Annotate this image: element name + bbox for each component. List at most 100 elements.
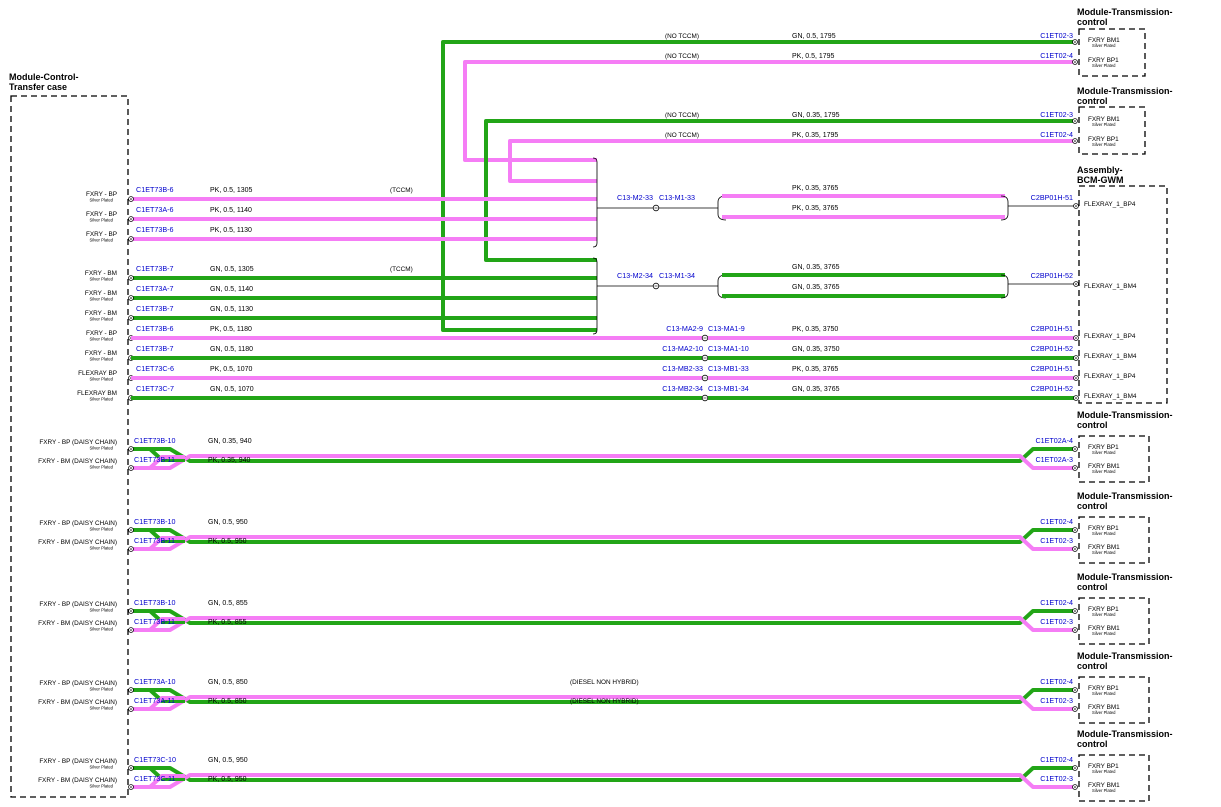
wire-spec-label: PK, 0.5, 1070 xyxy=(210,366,253,373)
tc-pin-name: FXRY - BP xyxy=(86,330,117,337)
pin-dot xyxy=(130,610,132,612)
splice-bracket-bp xyxy=(592,157,598,248)
tc-connector-label: C1ET73C-10 xyxy=(134,755,176,764)
wire-spec-label: PK, 0.35, 3765 xyxy=(792,366,838,373)
pin-name: FXRY BM1 xyxy=(1088,782,1120,789)
tc-pin-name: FXRY - BP (DAISY CHAIN) xyxy=(39,601,117,608)
pin-name: FXRY BP1 xyxy=(1088,136,1119,143)
tcm-connector-label: C1ET02-4 xyxy=(1040,130,1073,139)
wire-spec-label: PK, 0.5, 850 xyxy=(208,698,247,705)
splice-bracket-bcm-bm-r xyxy=(1000,274,1009,299)
wire-spec-label: PK, 0.35, 940 xyxy=(208,457,251,464)
tcm-title-2: Module-Transmission-control xyxy=(1077,86,1173,106)
wire-spec-label: PK, 0.5, 1130 xyxy=(210,227,252,234)
tc-pin-sub: Silver Plated xyxy=(89,706,113,711)
pin-name: FXRY BP1 xyxy=(1088,606,1119,613)
transfer-case-box xyxy=(10,95,129,798)
inline-left-connector: C13-MA2-9 xyxy=(666,324,703,333)
wire-spec-label: PK, 0.35, 3765 xyxy=(792,185,838,192)
top-wire xyxy=(484,119,1075,262)
pin-name: FXRY BM1 xyxy=(1088,37,1120,44)
inline-left-connector: C13-MB2-34 xyxy=(662,384,703,393)
pin-dot xyxy=(130,317,132,319)
pin-name: FXRY BP1 xyxy=(1088,685,1119,692)
tc-connector-label: C1ET73B-6 xyxy=(136,185,174,194)
tcm-box-daisy xyxy=(1078,435,1150,483)
tcm-title-1: Module-Transmission-control xyxy=(1077,7,1173,27)
top-wire xyxy=(441,40,1075,332)
tc-pin-name: FXRY - BP xyxy=(86,231,117,238)
wire-spec-label: GN, 0.5, 855 xyxy=(208,600,248,607)
tcm-connector-label: C1ET02-3 xyxy=(1040,31,1073,40)
daisy-wire-gn-stub xyxy=(131,688,185,703)
pin-sub: Silver Plated xyxy=(1092,550,1116,555)
tcm-connector-label: C1ET02-4 xyxy=(1040,755,1073,764)
tc-pin-name: FXRY - BM xyxy=(85,270,117,277)
tc-pin-sub: Silver Plated xyxy=(89,527,113,532)
inline-right-connector: C13-MA1-9 xyxy=(708,324,745,333)
bcm-connector-label: C2BP01H-52 xyxy=(1031,271,1073,280)
pin-dot xyxy=(1074,529,1076,531)
pin-dot xyxy=(1074,708,1076,710)
pin-dot xyxy=(1075,337,1077,339)
tc-connector-label: C1ET73B-10 xyxy=(134,517,176,526)
tc-connector-label: C1ET73C-11 xyxy=(134,774,175,783)
tc-connector-label: C1ET73B-11 xyxy=(134,455,175,464)
tc-connector-label: C1ET73A-7 xyxy=(136,284,174,293)
tc-pin-sub: Silver Plated xyxy=(89,397,113,402)
splice-right-connector: C13-M1-33 xyxy=(659,193,695,202)
daisy-wire-pk xyxy=(131,535,1075,551)
tc-pin-sub: Silver Plated xyxy=(89,297,113,302)
tc-pin-name: FXRY - BM (DAISY CHAIN) xyxy=(38,777,117,784)
wire-spec-label: GN, 0.35, 1795 xyxy=(792,112,840,119)
daisy-wire-pk xyxy=(131,695,1075,711)
tcm-title-daisy: Module-Transmission-control xyxy=(1077,491,1173,511)
tc-pin-sub: Silver Plated xyxy=(89,218,113,223)
daisy-wire-gn xyxy=(131,766,1075,782)
wire-spec-label: PK, 0.5, 1305 xyxy=(210,187,253,194)
pin-dot xyxy=(1074,61,1076,63)
pin-dot xyxy=(130,238,132,240)
tc-connector-label: C1ET73B-6 xyxy=(136,324,174,333)
tc-pin-sub: Silver Plated xyxy=(89,687,113,692)
tc-pin-sub: Silver Plated xyxy=(89,446,113,451)
tc-connector-label: C1ET73B-7 xyxy=(136,264,174,273)
tc-pin-name: FXRY - BM (DAISY CHAIN) xyxy=(38,620,117,627)
top-wire xyxy=(508,139,1075,183)
pin-dot xyxy=(130,767,132,769)
tc-pin-sub: Silver Plated xyxy=(89,465,113,470)
daisy-wire-pk xyxy=(131,454,1075,470)
pin-dot xyxy=(1074,786,1076,788)
tcm-connector-label: C1ET02-4 xyxy=(1040,51,1073,60)
tc-pin-name: FXRY - BP (DAISY CHAIN) xyxy=(39,439,117,446)
splice-bracket-bcm-bp xyxy=(717,195,727,221)
pin-name: FXRY BP1 xyxy=(1088,525,1119,532)
tc-connector-label: C1ET73B-7 xyxy=(136,344,174,353)
pin-name: FLEXRAY_1_BM4 xyxy=(1084,353,1137,360)
wire-spec-label: PK, 0.35, 3765 xyxy=(792,205,838,212)
wire-spec-label: GN, 0.5, 1070 xyxy=(210,386,254,393)
pin-dot xyxy=(1075,357,1077,359)
tcm-title-daisy: Module-Transmission-control xyxy=(1077,410,1173,430)
pin-name: FLEXRAY_1_BP4 xyxy=(1084,201,1136,208)
pin-sub: Silver Plated xyxy=(1092,142,1116,147)
pin-dot xyxy=(1074,41,1076,43)
bcm-title: Assembly-BCM-GWM xyxy=(1077,165,1124,185)
inline-left-connector: C13-MA2-10 xyxy=(662,344,703,353)
wire-spec-label: GN, 0.35, 3765 xyxy=(792,264,840,271)
pin-dot xyxy=(1074,467,1076,469)
note-diesel: (DIESEL NON HYBRID) xyxy=(570,698,639,705)
wire-spec-label: GN, 0.5, 950 xyxy=(208,757,248,764)
pin-sub: Silver Plated xyxy=(1092,691,1116,696)
note-tccm: (TCCM) xyxy=(390,266,413,273)
wire-spec-label: PK, 0.5, 950 xyxy=(208,776,247,783)
daisy-wire-pk-stub xyxy=(131,774,185,789)
tc-pin-name: FXRY - BM (DAISY CHAIN) xyxy=(38,699,117,706)
pin-name: FXRY BP1 xyxy=(1088,57,1119,64)
tc-pin-name: FXRY - BP xyxy=(86,191,117,198)
daisy-wire-gn xyxy=(131,609,1075,625)
pin-sub: Silver Plated xyxy=(1092,63,1116,68)
wire-spec-label: PK, 0.5, 1795 xyxy=(792,53,835,60)
tcm-connector-label: C1ET02-3 xyxy=(1040,536,1073,545)
pin-dot xyxy=(1074,610,1076,612)
